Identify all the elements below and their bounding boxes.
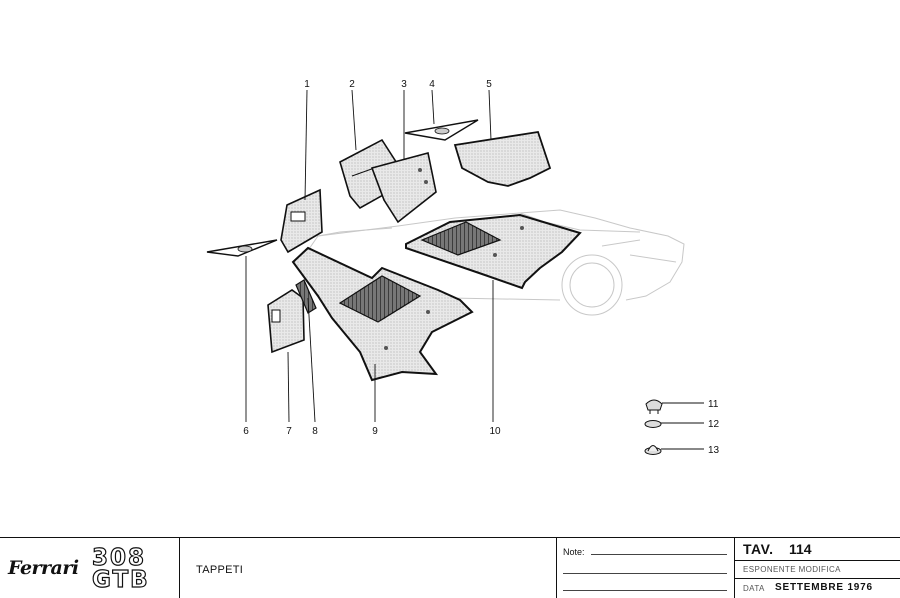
callout-13: 13 — [708, 445, 720, 456]
callout-6: 6 — [243, 426, 249, 437]
callout-12: 12 — [708, 419, 720, 430]
callout-3: 3 — [401, 79, 407, 90]
callout-2: 2 — [349, 79, 355, 90]
callout-5: 5 — [486, 79, 492, 90]
sheet-description: TAPPETI — [196, 564, 244, 576]
fastener-13 — [644, 445, 662, 455]
mat-7-small-panel — [267, 289, 305, 354]
fastener-12 — [644, 420, 662, 428]
callout-labels: 1 2 3 4 5 6 7 8 9 10 11 12 13 — [243, 79, 719, 456]
note-line — [591, 554, 727, 555]
callout-4: 4 — [429, 79, 435, 90]
sheet-info-cell: TAV. 114 ESPONENTE MODIFICA DATA SETTEMB… — [735, 538, 900, 598]
model-logo-gtb: GTB — [91, 567, 150, 593]
mat-3-panel — [370, 152, 437, 224]
note-line — [563, 573, 727, 574]
title-block: Ferrari 308 GTB TAPPETI Note: TAV. 114 E… — [0, 537, 900, 598]
revision-row: ESPONENTE MODIFICA — [735, 560, 900, 579]
model-logo-308: 308 — [91, 545, 147, 571]
callout-8: 8 — [312, 426, 318, 437]
ferrari-logo: Ferrari — [8, 557, 79, 579]
mat-1-side-panel — [280, 188, 323, 254]
tav-number: 114 — [789, 541, 812, 557]
logo-cell: Ferrari 308 GTB — [0, 538, 180, 598]
exploded-parts-diagram: 1 2 3 4 5 6 7 8 9 10 11 12 13 — [206, 79, 720, 456]
mat-9-driver-floor-mat — [291, 246, 474, 382]
mat-5-rear-panel — [453, 130, 552, 187]
note-line — [563, 590, 727, 591]
callout-10: 10 — [489, 426, 501, 437]
table-number-row: TAV. 114 — [735, 538, 900, 561]
notes-cell: Note: — [557, 538, 735, 598]
date-value: SETTEMBRE 1976 — [775, 582, 873, 593]
mat-4-triangular-trim — [404, 119, 479, 141]
leader-lines — [245, 89, 704, 450]
description-cell: TAPPETI — [180, 538, 557, 598]
date-row: DATA SETTEMBRE 1976 — [735, 578, 900, 598]
notes-label: Note: — [563, 547, 585, 557]
mat-8-strip — [295, 279, 317, 314]
tav-label: TAV. — [743, 541, 774, 557]
date-label: DATA — [743, 584, 765, 593]
callout-1: 1 — [304, 79, 310, 90]
callout-11: 11 — [708, 399, 719, 410]
fastener-11 — [645, 399, 663, 414]
mat-6-triangular-trim — [206, 239, 278, 257]
callout-9: 9 — [372, 426, 378, 437]
revision-label: ESPONENTE MODIFICA — [743, 565, 841, 574]
callout-7: 7 — [286, 426, 292, 437]
mat-10-passenger-floor-mat — [405, 213, 582, 290]
